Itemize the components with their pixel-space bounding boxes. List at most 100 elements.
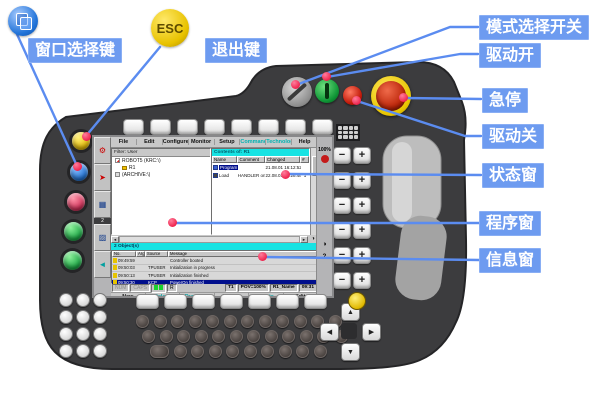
menu-configure[interactable]: Configure bbox=[162, 139, 189, 145]
numpad-key[interactable] bbox=[76, 344, 90, 358]
jog-plus-key[interactable]: + bbox=[353, 222, 371, 239]
arrow-left-key[interactable]: ◀ bbox=[320, 323, 339, 341]
numpad-key[interactable] bbox=[93, 293, 107, 307]
horizontal-scrollbar[interactable]: ◄ ► ◑ bbox=[111, 235, 318, 243]
jog-plus-key[interactable]: + bbox=[353, 147, 371, 164]
run-forward-key[interactable] bbox=[63, 251, 82, 270]
alpha-key[interactable] bbox=[188, 315, 202, 328]
drive-on-button[interactable] bbox=[315, 79, 339, 103]
alpha-key[interactable] bbox=[293, 315, 307, 328]
alpha-key[interactable] bbox=[191, 345, 204, 358]
numpad-key[interactable] bbox=[93, 310, 107, 324]
menu-commands[interactable]: Commands bbox=[240, 139, 267, 145]
softkey-button[interactable] bbox=[136, 294, 159, 309]
menu-technology[interactable]: Technology bbox=[266, 139, 293, 145]
alpha-key[interactable] bbox=[299, 330, 313, 343]
alpha-key[interactable] bbox=[223, 315, 237, 328]
alpha-key[interactable] bbox=[313, 345, 327, 358]
tree-item-archive[interactable]: (ARCHIVE:\) bbox=[112, 171, 210, 178]
softkey-button[interactable] bbox=[276, 294, 299, 309]
statuskey-run-icon[interactable]: ➤ bbox=[94, 164, 111, 191]
function-key[interactable] bbox=[123, 119, 144, 135]
alpha-key[interactable] bbox=[159, 330, 173, 343]
arrow-right-key[interactable]: ▶ bbox=[362, 323, 381, 341]
contrast-key-icon[interactable]: ◑ bbox=[322, 241, 327, 248]
softkey-button[interactable] bbox=[164, 294, 187, 309]
jog-plus-key[interactable]: + bbox=[353, 197, 371, 214]
alpha-key[interactable] bbox=[261, 345, 274, 358]
col-changed[interactable]: Changed bbox=[264, 156, 301, 163]
function-key[interactable] bbox=[204, 119, 225, 135]
tree-item-r1[interactable]: R1 bbox=[112, 164, 210, 171]
numpad-key[interactable] bbox=[59, 344, 73, 358]
alpha-key[interactable] bbox=[136, 315, 149, 328]
alpha-key[interactable] bbox=[194, 330, 208, 343]
numpad-key[interactable] bbox=[59, 310, 73, 324]
softkey-button[interactable] bbox=[220, 294, 243, 309]
statuskey-coord-icon[interactable]: ▦ bbox=[94, 191, 111, 218]
jog-minus-key[interactable]: − bbox=[333, 197, 351, 214]
alpha-key[interactable] bbox=[171, 315, 184, 328]
jog-minus-key[interactable]: − bbox=[333, 222, 351, 239]
tree-item-krc[interactable]: ROBOT5 (KRC:\) bbox=[112, 157, 210, 164]
alpha-key[interactable] bbox=[296, 345, 309, 358]
col-num[interactable]: # bbox=[300, 156, 309, 163]
function-key[interactable] bbox=[231, 119, 252, 135]
statuskey-drives-icon[interactable]: ⚙ bbox=[94, 137, 111, 164]
jog-minus-key[interactable]: − bbox=[333, 147, 351, 164]
function-key[interactable] bbox=[258, 119, 279, 135]
message-row[interactable]: 09:50:03 TPUSER Initialization in progre… bbox=[112, 264, 317, 272]
alpha-key[interactable] bbox=[241, 315, 254, 328]
function-key[interactable] bbox=[177, 119, 198, 135]
alpha-key[interactable] bbox=[243, 345, 257, 358]
numpad-key[interactable] bbox=[76, 327, 90, 341]
col-comment[interactable]: Comment bbox=[237, 156, 265, 163]
menu-monitor[interactable]: Monitor bbox=[189, 139, 215, 145]
alpha-key[interactable] bbox=[212, 330, 225, 343]
menu-file[interactable]: File bbox=[111, 139, 137, 145]
run-backward-key[interactable] bbox=[64, 222, 83, 241]
menu-help[interactable]: Help bbox=[292, 139, 318, 145]
alpha-key[interactable] bbox=[226, 345, 239, 358]
statuskey-window-icon[interactable]: ◄ bbox=[94, 251, 111, 278]
function-key[interactable] bbox=[312, 119, 333, 135]
file-row[interactable]: Load HANDLER on ex... 22.08.01 13:28:48 … bbox=[212, 171, 309, 179]
alpha-key[interactable] bbox=[276, 315, 289, 328]
jog-plus-key[interactable]: + bbox=[353, 247, 371, 264]
arrow-down-key[interactable]: ▼ bbox=[341, 343, 360, 361]
numpad-key[interactable] bbox=[93, 327, 107, 341]
alpha-key[interactable] bbox=[153, 315, 167, 328]
alpha-key[interactable] bbox=[282, 330, 295, 343]
alpha-key[interactable] bbox=[173, 345, 187, 358]
override-icon[interactable] bbox=[320, 155, 329, 163]
alpha-key[interactable] bbox=[177, 330, 190, 343]
numpad-key[interactable] bbox=[59, 327, 73, 341]
yellow-start-key[interactable] bbox=[348, 292, 366, 310]
numpad-key[interactable] bbox=[76, 293, 90, 307]
col-name[interactable]: Name bbox=[212, 156, 238, 163]
jog-plus-key[interactable]: + bbox=[353, 172, 371, 189]
help-key-icon[interactable]: ? bbox=[322, 254, 327, 260]
function-key[interactable] bbox=[150, 119, 171, 135]
alpha-key[interactable] bbox=[206, 315, 219, 328]
menu-edit[interactable]: Edit bbox=[137, 139, 163, 145]
numpad-key[interactable] bbox=[59, 293, 73, 307]
scroll-left-icon[interactable]: ◄ bbox=[111, 235, 119, 243]
shift-key[interactable] bbox=[150, 345, 169, 358]
numpad-key[interactable] bbox=[93, 344, 107, 358]
alpha-key[interactable] bbox=[278, 345, 292, 358]
alpha-key[interactable] bbox=[208, 345, 222, 358]
numpad-key[interactable] bbox=[76, 310, 90, 324]
softkey-button[interactable] bbox=[248, 294, 271, 309]
message-row[interactable]: 09:49:59 Controller booted bbox=[112, 257, 317, 265]
jog-minus-key[interactable]: − bbox=[333, 247, 351, 264]
softkey-button[interactable] bbox=[304, 294, 327, 309]
jog-minus-key[interactable]: − bbox=[333, 272, 351, 289]
alpha-key[interactable] bbox=[247, 330, 260, 343]
message-row[interactable]: 09:50:13 TPUSER Initialization finished bbox=[112, 272, 317, 280]
file-row[interactable]: Program 21.08.01 16:12:52 bbox=[212, 163, 309, 171]
jog-plus-key[interactable]: + bbox=[353, 272, 371, 289]
alpha-key[interactable] bbox=[258, 315, 272, 328]
statuskey-jogmode-icon[interactable]: ▨ bbox=[94, 224, 111, 251]
alpha-key[interactable] bbox=[142, 330, 155, 343]
